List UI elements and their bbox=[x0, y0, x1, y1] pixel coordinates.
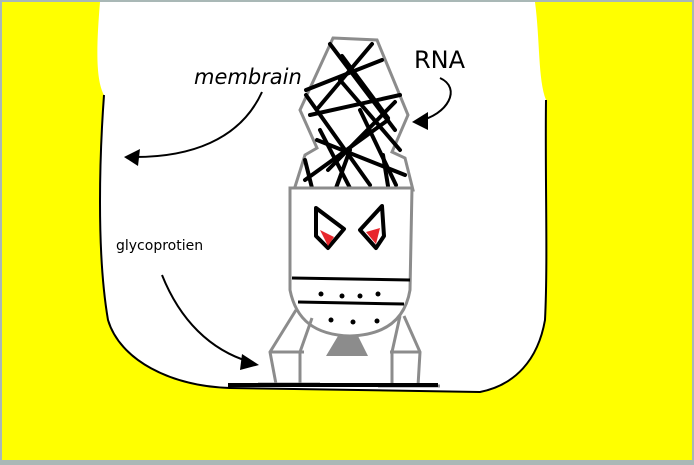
membrane-label: membrain bbox=[194, 65, 302, 89]
rna-label: RNA bbox=[414, 46, 466, 74]
virus-body bbox=[290, 188, 412, 336]
ground-shadow bbox=[228, 383, 438, 387]
body-band-top bbox=[292, 278, 410, 280]
body-band-bottom bbox=[298, 302, 404, 304]
glycoprotein-label: glycoprotien bbox=[116, 238, 203, 254]
